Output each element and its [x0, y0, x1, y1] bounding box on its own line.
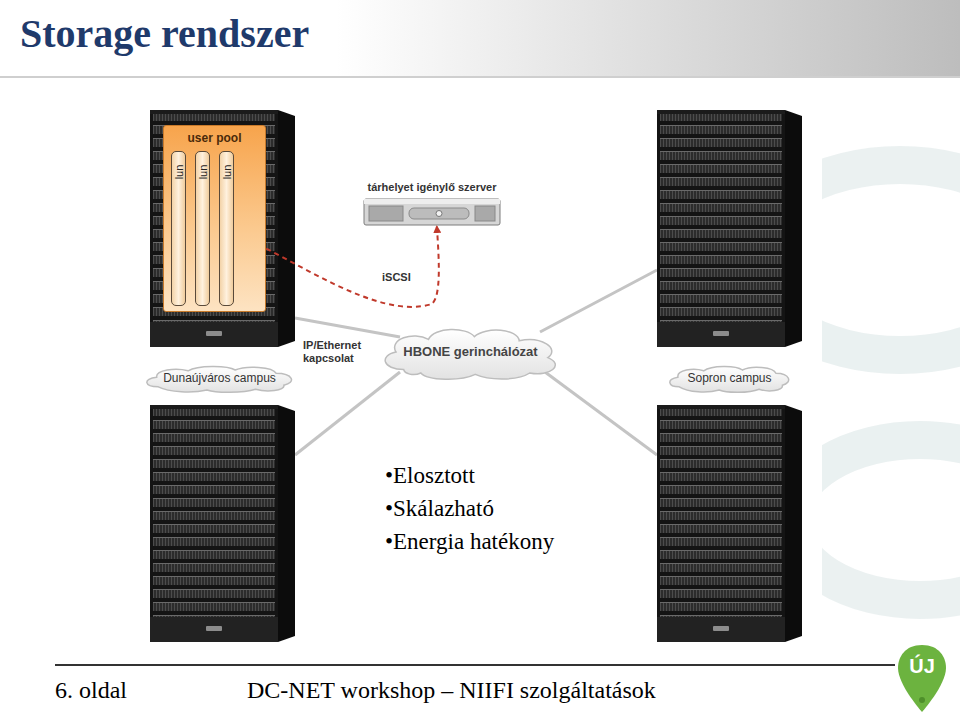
campus-label: Dunaújváros campus — [163, 371, 276, 385]
storage-rack — [657, 110, 802, 347]
server-chassis — [364, 199, 500, 225]
lun-label: lun — [173, 165, 185, 180]
feature-bullet: •Skálazható — [385, 495, 494, 523]
campus-cloud: Sopron campus — [665, 362, 794, 394]
footer-rule — [55, 664, 895, 666]
cloud-shape — [670, 366, 789, 392]
campus-label: Sopron campus — [687, 371, 772, 385]
lun-label: lun — [197, 165, 209, 180]
slide-title: Storage rendszer — [20, 10, 309, 58]
backbone-label: HBONE gerinchálózat — [403, 344, 538, 360]
lun-bar: lun — [171, 151, 186, 306]
server-top — [364, 199, 500, 204]
footer-title: DC-NET workshop – NIIFI szolgáltatások — [247, 675, 656, 705]
campus-cloud: Dunaújváros campus — [141, 362, 298, 394]
feature-bullet: •Elosztott — [385, 462, 475, 490]
server-logo — [436, 211, 442, 217]
server-bezel — [409, 208, 469, 219]
backbone-cloud: HBONE gerinchálózat — [375, 324, 566, 380]
network-links — [295, 270, 657, 455]
logo-text: ÚJ — [902, 654, 942, 678]
header-rule — [0, 76, 960, 78]
lun-label: lun — [221, 165, 233, 180]
logo-pin — [898, 645, 946, 712]
page-number: 6. oldal — [55, 675, 127, 705]
link-label: IP/Ethernet kapcsolat — [303, 339, 369, 365]
cloud-shape — [147, 366, 292, 392]
server-vent — [369, 206, 403, 221]
feature-bullet: •Energia hatékony — [385, 528, 554, 556]
lun-bar: lun — [219, 151, 234, 306]
storage-rack — [150, 405, 295, 642]
header-bar — [0, 0, 960, 78]
pool-label: user pool — [164, 126, 265, 145]
user-pool-box: user poollunlunlun — [163, 125, 266, 312]
server-vent — [475, 206, 495, 221]
lun-bar: lun — [195, 151, 210, 306]
cloud-shape — [385, 330, 555, 380]
server-illustration — [363, 198, 501, 226]
storage-rack — [150, 110, 295, 347]
server-label: tárhelyet igénylő szerver — [367, 180, 496, 194]
storage-rack — [657, 405, 802, 642]
illustration-area — [128, 95, 822, 648]
connector-label: iSCSI — [380, 270, 413, 284]
server-node: tárhelyet igénylő szerver — [352, 180, 512, 226]
